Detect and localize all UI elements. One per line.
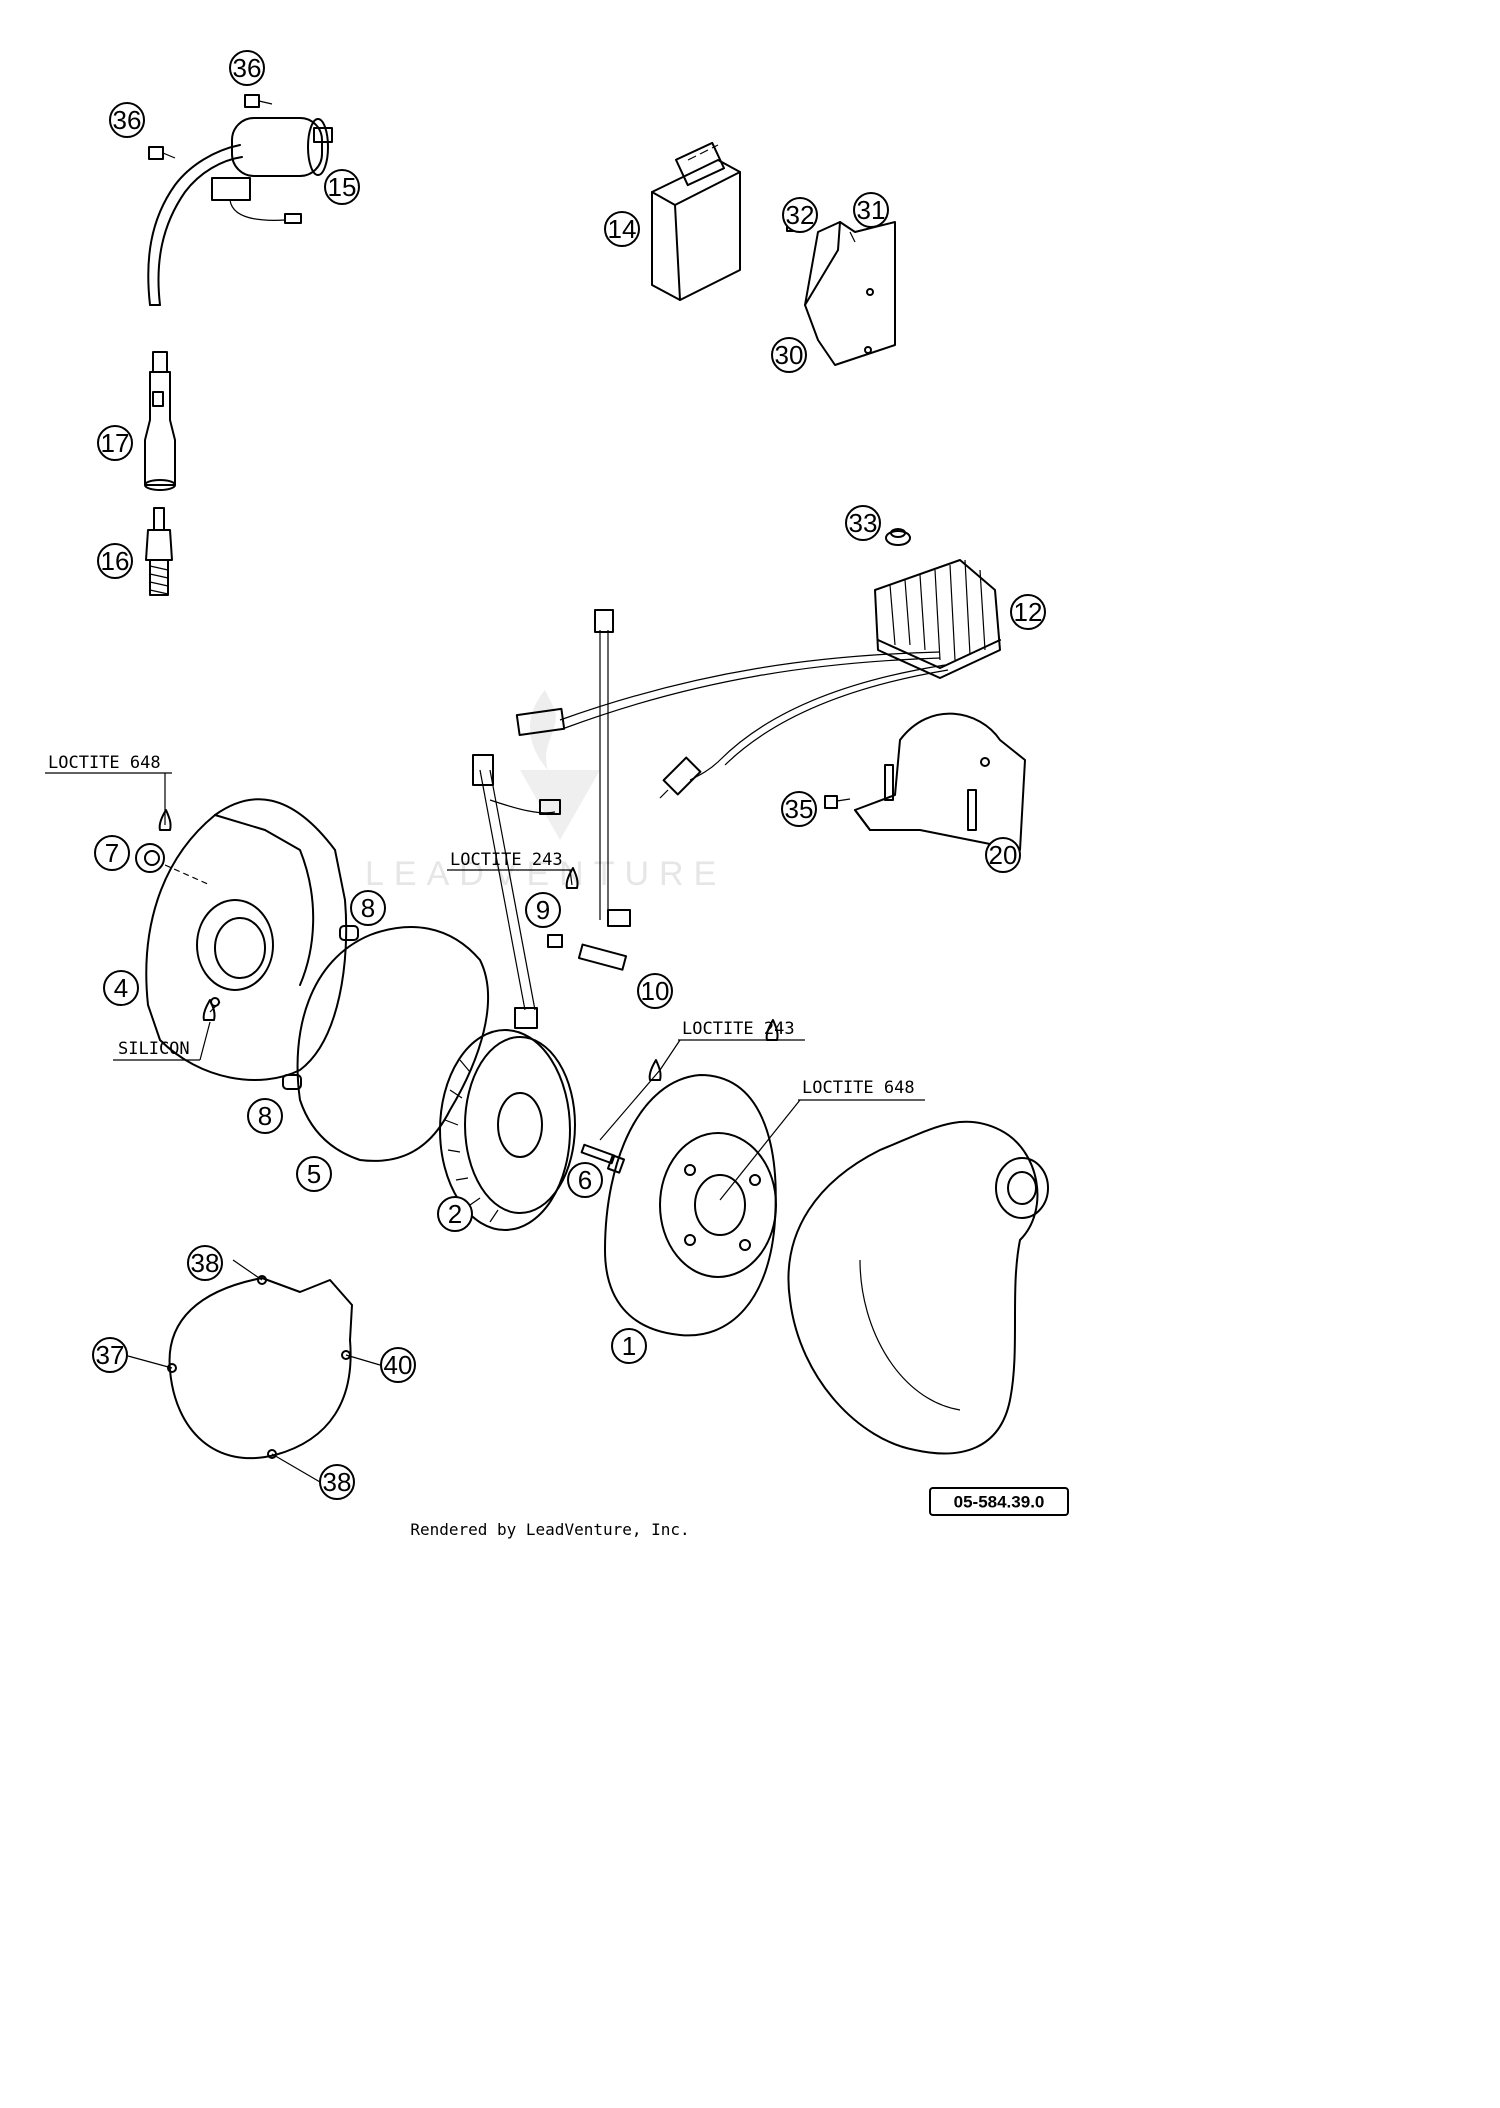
svg-text:8: 8 [258, 1101, 272, 1131]
svg-text:6: 6 [578, 1165, 592, 1195]
svg-text:LOCTITE 648: LOCTITE 648 [48, 753, 161, 773]
cdi-unit [651, 141, 741, 301]
figure-reference: 05-584.39.0 [929, 1487, 1069, 1516]
callout-8a: 8 [350, 890, 386, 926]
svg-text:LOCTITE 243: LOCTITE 243 [450, 850, 563, 870]
svg-text:LOCTITE 648: LOCTITE 648 [802, 1078, 915, 1098]
nut-33 [885, 528, 911, 546]
flywheel-rotor [604, 1074, 777, 1337]
crankcase-gasket [167, 1275, 353, 1460]
callout-17: 17 [97, 425, 133, 461]
svg-text:35: 35 [785, 794, 814, 824]
callout-40: 40 [380, 1347, 416, 1383]
leader-lines [127, 231, 856, 1483]
callout-15: 15 [324, 169, 360, 205]
note-loctite-648-bottom: LOCTITE 648 [798, 1078, 925, 1101]
render-credit-footer: Rendered by LeadVenture, Inc. [410, 1520, 690, 1539]
callout-4: 4 [103, 970, 139, 1006]
svg-text:12: 12 [1014, 597, 1043, 627]
svg-text:9: 9 [536, 895, 550, 925]
svg-text:36: 36 [233, 53, 262, 83]
callout-33: 33 [845, 505, 881, 541]
callout-16: 16 [97, 543, 133, 579]
callout-32: 32 [782, 197, 818, 233]
ignition-cover [145, 798, 348, 1081]
mounting-plate [824, 712, 1026, 851]
callout-38b: 38 [319, 1464, 355, 1500]
callout-20: 20 [985, 837, 1021, 873]
callout-8b: 8 [247, 1098, 283, 1134]
leadventure-watermark: LEADVENTURE [365, 690, 726, 893]
note-loctite-243-bottom: LOCTITE 243 [678, 1019, 805, 1041]
svg-text:10: 10 [641, 976, 670, 1006]
seal-ring [135, 843, 211, 886]
callout-31: 31 [853, 192, 889, 228]
crankcase-cover [787, 1120, 1049, 1455]
dowel-pins [282, 925, 359, 1090]
callout-10: 10 [637, 973, 673, 1009]
callout-9: 9 [525, 892, 561, 928]
note-loctite-648-top: LOCTITE 648 [45, 753, 172, 774]
svg-text:32: 32 [786, 200, 815, 230]
watermark-text: LEADVENTURE [365, 855, 726, 893]
svg-text:15: 15 [328, 172, 357, 202]
svg-text:7: 7 [105, 838, 119, 868]
svg-text:20: 20 [989, 840, 1018, 870]
callout-14: 14 [604, 211, 640, 247]
svg-text:38: 38 [191, 1248, 220, 1278]
svg-text:37: 37 [96, 1340, 125, 1370]
cover-gasket [296, 926, 489, 1162]
svg-text:SILICON: SILICON [118, 1039, 190, 1059]
svg-text:33: 33 [849, 508, 878, 538]
svg-text:40: 40 [384, 1350, 413, 1380]
callout-12: 12 [1010, 594, 1046, 630]
svg-text:05-584.39.0: 05-584.39.0 [954, 1493, 1045, 1512]
stator [439, 1029, 576, 1231]
svg-text:8: 8 [361, 893, 375, 923]
svg-text:17: 17 [101, 428, 130, 458]
svg-text:36: 36 [113, 105, 142, 135]
callout-5: 5 [296, 1156, 332, 1192]
svg-text:5: 5 [307, 1159, 321, 1189]
callout-37: 37 [92, 1337, 128, 1373]
svg-text:1: 1 [622, 1331, 636, 1361]
voltage-regulator [874, 559, 1001, 679]
callout-6: 6 [567, 1162, 603, 1198]
callout-36b: 36 [109, 102, 145, 138]
svg-text:2: 2 [448, 1199, 462, 1229]
callout-30: 30 [771, 337, 807, 373]
svg-text:14: 14 [608, 214, 637, 244]
svg-text:30: 30 [775, 340, 804, 370]
callout-1: 1 [611, 1328, 647, 1364]
svg-text:16: 16 [101, 546, 130, 576]
spark-plug [145, 507, 173, 596]
svg-text:38: 38 [323, 1467, 352, 1497]
exploded-parts-diagram: LEADVENTURE [45, 50, 1069, 1516]
callout-38a: 38 [187, 1245, 223, 1281]
callout-7: 7 [94, 835, 130, 871]
stator-cable [472, 754, 628, 1029]
callout-35: 35 [781, 791, 817, 827]
callout-36a: 36 [229, 50, 265, 86]
loctite-drops [158, 809, 779, 1081]
ignition-coil [147, 94, 333, 306]
note-loctite-243-top: LOCTITE 243 [447, 850, 572, 871]
svg-text:4: 4 [114, 973, 128, 1003]
svg-text:LOCTITE 243: LOCTITE 243 [682, 1019, 795, 1039]
wiring-harness [515, 609, 949, 927]
spark-plug-connector [144, 351, 176, 491]
note-silicon: SILICON [113, 1021, 211, 1061]
callout-2: 2 [437, 1196, 473, 1232]
svg-text:31: 31 [857, 195, 886, 225]
